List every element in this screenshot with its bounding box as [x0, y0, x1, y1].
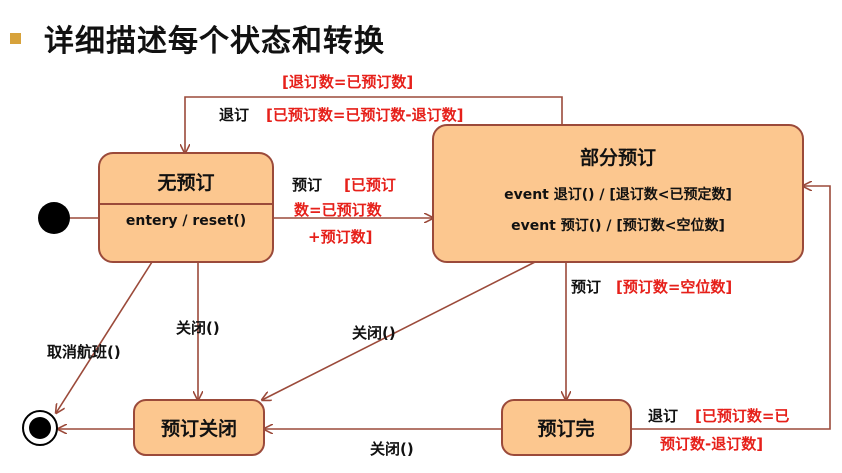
label-book-guard-1: [已预订 [344, 176, 396, 194]
label-unbook-guard-1: [已预订数=已 [695, 407, 789, 425]
label-close-from-none: 关闭() [176, 319, 220, 337]
label-book-event: 预订 [292, 176, 322, 194]
label-close-from-full: 关闭() [370, 440, 414, 458]
label-cancel-flight: 取消航班() [47, 343, 121, 361]
label-unbook-event: 退订 [648, 407, 678, 425]
final-state-inner [29, 417, 51, 439]
state-partial-booking-name: 部分预订 [580, 146, 656, 169]
label-top-guard2: [已预订数=已预订数-退订数] [266, 106, 464, 124]
label-top-guard: [退订数=已预订数] [282, 73, 413, 91]
state-no-booking: 无预订 entery / reset() [98, 152, 274, 263]
edge-unbook-all [185, 96, 563, 153]
initial-state [38, 202, 70, 234]
state-booking-closed-name: 预订关闭 [161, 417, 237, 440]
state-partial-activity-1: event 退订() / [退订数<已预定数] [504, 186, 732, 203]
state-booking-full-name: 预订完 [537, 417, 594, 440]
edge-full-to-partial [631, 186, 831, 430]
label-full-event: 预订 [571, 278, 601, 296]
label-book-guard-2: 数=已预订数 [294, 201, 383, 219]
state-booking-full: 预订完 [501, 399, 632, 456]
label-book-guard-3: +预订数] [308, 228, 372, 246]
state-no-booking-activity: entery / reset() [126, 213, 246, 229]
label-unbook-guard-2: 预订数-退订数] [660, 435, 763, 453]
state-partial-activity-2: event 预订() / [预订数<空位数] [511, 217, 725, 234]
page-title: 详细描述每个状态和转换 [44, 24, 385, 59]
title-bullet [10, 33, 21, 44]
label-full-guard: [预订数=空位数] [616, 278, 732, 296]
state-booking-closed: 预订关闭 [133, 399, 265, 456]
state-no-booking-name: 无预订 [157, 172, 214, 194]
label-close-from-partial: 关闭() [352, 324, 396, 342]
label-top-event: 退订 [219, 106, 249, 124]
state-partial-booking: 部分预订 event 退订() / [退订数<已预定数] event 预订() … [432, 124, 804, 263]
edge-partial-to-closed [262, 261, 536, 400]
edge-cancel-to-final [56, 261, 153, 413]
